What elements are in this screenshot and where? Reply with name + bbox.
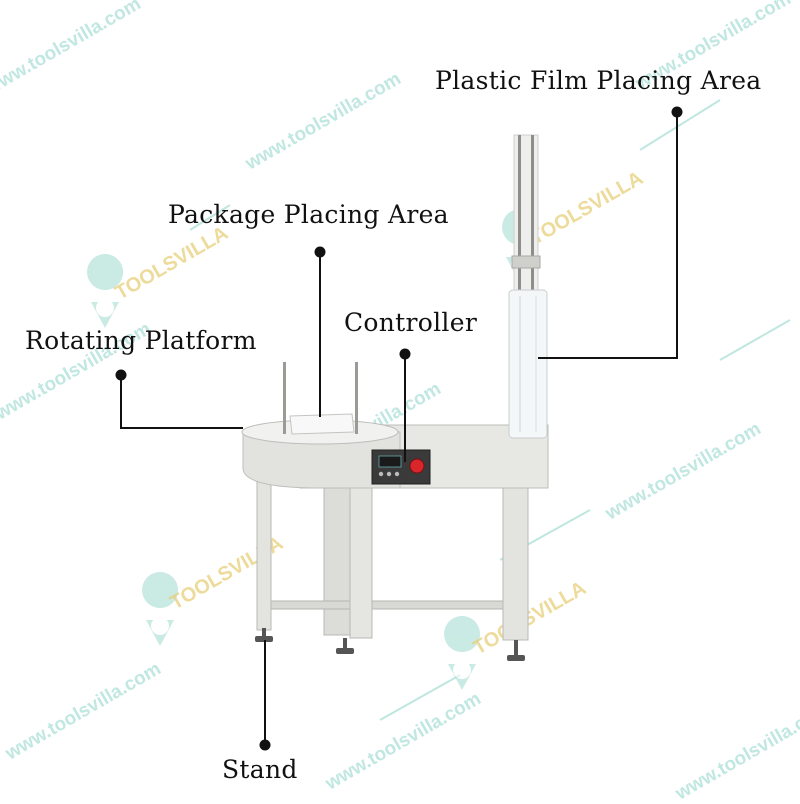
watermark-url: www.toolsvilla.com bbox=[671, 698, 800, 800]
stand-label: Stand bbox=[222, 755, 298, 784]
film-area-label: Plastic Film Placing Area bbox=[435, 66, 762, 95]
stand-dot bbox=[259, 739, 271, 751]
rotating-platform-leader bbox=[120, 375, 243, 429]
controller-display bbox=[378, 455, 402, 468]
platform-pin bbox=[283, 362, 286, 434]
stand-leg bbox=[502, 484, 529, 641]
rotating-platform-dot bbox=[115, 369, 127, 381]
stand-crossbar bbox=[267, 600, 519, 610]
platform-base bbox=[242, 431, 401, 489]
watermark-url: www.toolsvilla.com bbox=[0, 0, 145, 100]
rotating-platform-label: Rotating Platform bbox=[25, 326, 257, 355]
platform-pin bbox=[355, 362, 358, 434]
emergency-stop-button bbox=[409, 458, 425, 474]
controller-label: Controller bbox=[344, 308, 478, 337]
stand-leg bbox=[349, 487, 373, 639]
package-area-label: Package Placing Area bbox=[168, 200, 449, 229]
stretch-wrapping-machine bbox=[241, 134, 549, 661]
watermark-brand: TOOLSVILLA bbox=[470, 577, 590, 659]
controller-dot bbox=[399, 348, 411, 360]
film-area-leader bbox=[538, 112, 678, 359]
watermark-url: www.toolsvilla.com bbox=[241, 68, 404, 174]
callout-lines bbox=[120, 112, 678, 745]
watermark-logo bbox=[87, 254, 124, 328]
package-box bbox=[289, 413, 355, 435]
watermark-brand: TOOLSVILLA bbox=[527, 167, 647, 249]
package-area-dot bbox=[314, 246, 326, 258]
watermark-url: www.toolsvilla.com bbox=[1, 658, 164, 764]
watermark-logo bbox=[444, 616, 481, 690]
watermark-url: www.toolsvilla.com bbox=[321, 688, 484, 794]
callout-dots bbox=[115, 106, 683, 751]
watermark-url: www.toolsvilla.com bbox=[601, 418, 764, 524]
watermark-brand: TOOLSVILLA bbox=[112, 222, 232, 304]
stand-leg bbox=[256, 479, 272, 631]
plastic-film-roll bbox=[508, 289, 548, 439]
watermark-logo bbox=[142, 572, 179, 646]
stand-feet bbox=[255, 628, 525, 661]
film-area-dot bbox=[671, 106, 683, 118]
